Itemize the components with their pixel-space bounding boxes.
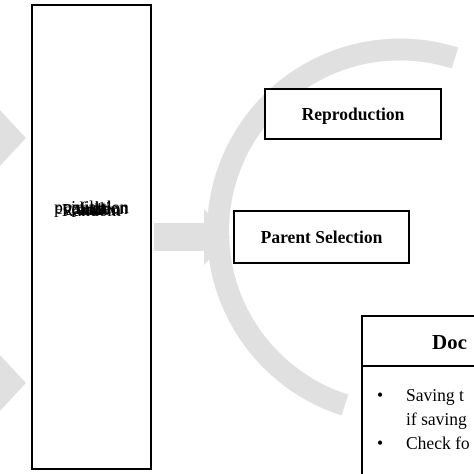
documentation-title: Doc [363,317,474,367]
bullet-symbol: • [377,385,384,405]
bullet-line: Saving t [406,385,464,405]
init-line: population [54,196,129,217]
parent-selection-box: Parent Selection [233,210,410,264]
init-line: evaluation [55,198,128,218]
bullet-line: if saving [406,409,467,429]
documentation-bullet-item: • Check fo [363,431,474,455]
init-line: Random [61,199,122,220]
init-line: initial [71,197,112,217]
parent-selection-label: Parent Selection [260,226,383,247]
init-line: of the [71,197,112,218]
cycle-arc [207,38,459,416]
documentation-box: Doc • Saving t if saving • Check fo [361,315,474,474]
left-arrow-bottom [0,355,26,411]
initial-population-box: Random creation and evaluation of the in… [31,4,152,470]
bullet-line: Check fo [406,433,470,453]
documentation-bullet-item: • Saving t if saving [363,383,474,431]
reproduction-box: Reproduction [264,88,442,140]
bullet-symbol: • [377,433,384,453]
init-line: creation [63,199,120,219]
bullet-text: Saving t if saving [406,383,467,431]
arrow-to-parent-selection [154,209,230,265]
left-arrow-top [0,110,26,166]
bullet-text: Check fo [406,431,470,455]
documentation-list: • Saving t if saving • Check fo [363,367,474,455]
reproduction-label: Reproduction [301,103,405,124]
init-line: and [78,198,105,219]
